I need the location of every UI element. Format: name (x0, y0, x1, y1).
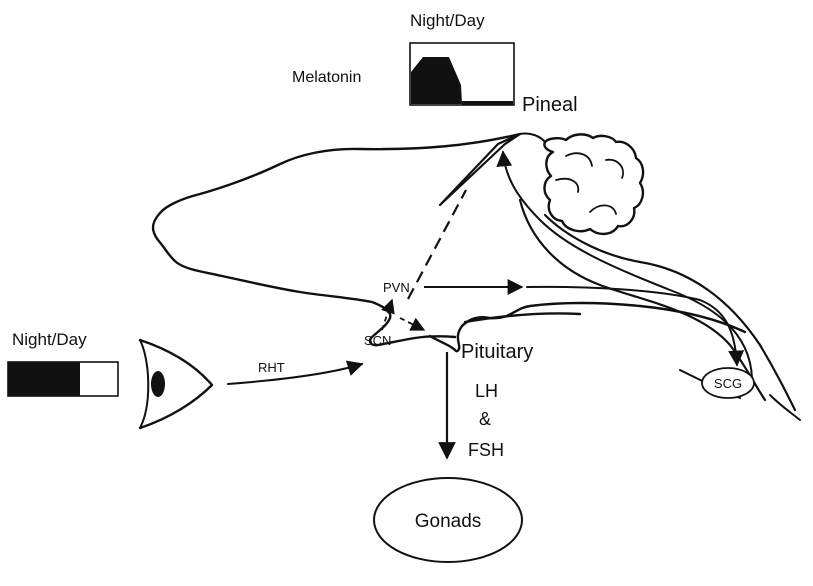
melatonin-chart-title: Night/Day (410, 11, 485, 30)
rht-tract (228, 364, 362, 384)
light-chart-title: Night/Day (12, 330, 87, 349)
eye-icon (140, 340, 212, 428)
brain-outline (153, 133, 745, 351)
pvn-to-pituitary-dashed (400, 318, 424, 330)
light-chart: Night/Day (8, 330, 118, 396)
and-label: & (479, 409, 491, 429)
pvn-label: PVN (383, 280, 410, 295)
melatonin-label: Melatonin (292, 69, 361, 86)
pituitary-label: Pituitary (461, 341, 533, 363)
gonads-label: Gonads (415, 511, 482, 532)
scg-label: SCG (714, 376, 742, 391)
pvn-to-pineal-dashed (408, 190, 466, 299)
cerebellum (544, 134, 643, 234)
scg-to-pineal-fiber (503, 152, 752, 378)
rht-label: RHT (258, 360, 285, 375)
fsh-label: FSH (468, 440, 504, 460)
melatonin-chart: Night/Day Melatonin (292, 11, 514, 105)
light-chart-night (8, 362, 80, 396)
pineal-label: Pineal (522, 94, 578, 116)
lh-label: LH (475, 381, 498, 401)
scn-label: SCN (364, 333, 391, 348)
